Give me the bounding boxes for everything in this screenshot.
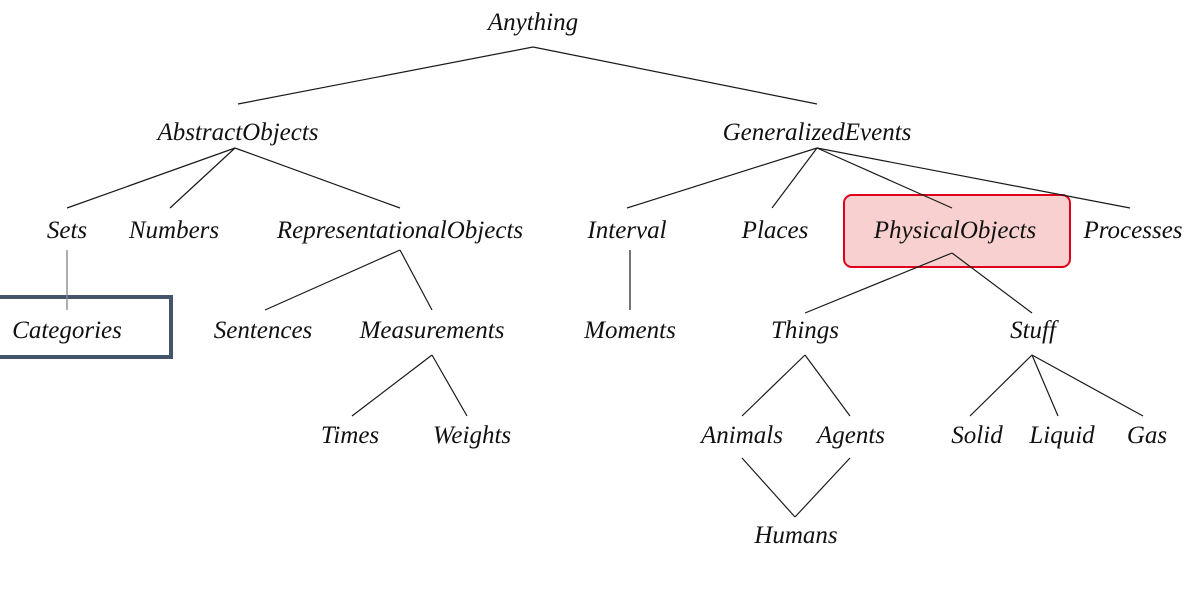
tree-edges [66,46,1144,518]
node-animals: Animals [699,422,783,449]
node-solid: Solid [951,422,1003,449]
node-physical-objects: PhysicalObjects [873,217,1036,244]
node-sentences: Sentences [214,317,313,344]
node-numbers: Numbers [128,217,219,244]
edge-anything-generalizedevents [532,46,818,105]
edge-abstractobjects-sets [66,147,236,209]
edge-anything-abstractobjects [237,46,534,105]
categories-highlight [0,295,173,359]
edge-generalizedevents-places [771,147,818,209]
node-interval: Interval [586,217,666,244]
edge-generalizedevents-physicalobjects [816,147,953,209]
node-agents: Agents [815,422,885,449]
node-liquid: Liquid [1028,422,1095,449]
node-representational-objects: RepresentationalObjects [276,217,523,244]
node-times: Times [321,422,379,449]
node-anything: Anything [486,9,578,36]
edge-abstractobjects-numbers [169,147,236,209]
node-abstract-objects: AbstractObjects [155,119,318,146]
node-places: Places [741,217,809,244]
edge-generalizedevents-interval [626,147,818,209]
node-humans: Humans [753,522,837,549]
node-things: Things [771,317,839,344]
node-measurements: Measurements [359,317,505,344]
edge-things-agents [804,354,851,417]
node-generalized-events: GeneralizedEvents [723,119,912,146]
tree-nodes: Anything AbstractObjects GeneralizedEven… [12,9,1182,549]
edge-animals-humans [741,457,796,518]
node-sets: Sets [47,217,87,244]
node-weights: Weights [433,422,511,449]
edge-generalizedevents-processes [816,147,1131,209]
node-gas: Gas [1127,422,1167,449]
edge-physicalobjects-stuff [951,252,1033,314]
edge-measurements-weights [431,354,468,417]
edge-stuff-liquid [1031,354,1059,417]
edge-representationalobjects-sentences [264,249,401,311]
node-moments: Moments [583,317,676,344]
edge-things-animals [741,354,806,417]
edge-physicalobjects-things [804,252,953,314]
edge-representationalobjects-measurements [399,249,433,311]
edge-agents-humans [794,457,851,518]
node-categories: Categories [12,317,122,344]
edge-stuff-solid [969,354,1033,417]
edge-measurements-times [351,354,433,417]
physical-objects-highlight [843,194,1071,268]
node-stuff: Stuff [1010,317,1059,344]
node-processes: Processes [1082,217,1182,244]
edge-stuff-gas [1031,354,1144,417]
edge-abstractobjects-representationalobjects [234,147,401,209]
